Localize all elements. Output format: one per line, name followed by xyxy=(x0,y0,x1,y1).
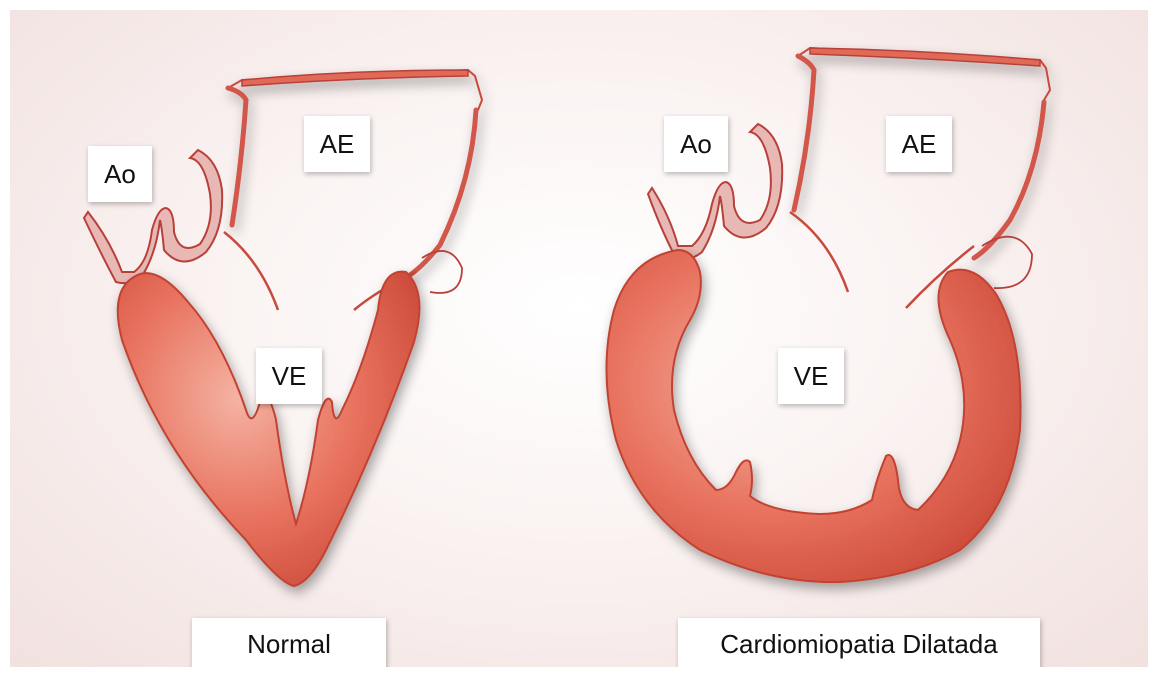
dilated-left-ventricle-label: VE xyxy=(778,348,844,404)
normal-aorta-label: Ao xyxy=(88,146,152,202)
normal-left-ventricle-label: VE xyxy=(256,348,322,404)
dilated-mitral-anterior-leaflet xyxy=(790,212,848,292)
dilated-caption: Cardiomiopatia Dilatada xyxy=(678,618,1040,667)
normal-left-atrium-label: AE xyxy=(304,116,370,172)
dilated-left-atrium-label: AE xyxy=(886,116,952,172)
normal-caption: Normal xyxy=(192,618,386,667)
hearts-illustration xyxy=(10,10,1148,667)
dilated-aorta-label: Ao xyxy=(664,116,728,172)
normal-left-atrium xyxy=(228,70,482,278)
diagram-canvas: Ao AE VE Normal Ao AE VE Cardiomiopatia … xyxy=(10,10,1148,667)
normal-left-ventricle-wall xyxy=(118,272,420,586)
dilated-left-ventricle-wall xyxy=(606,250,1020,582)
normal-mitral-anterior-leaflet xyxy=(224,232,278,310)
